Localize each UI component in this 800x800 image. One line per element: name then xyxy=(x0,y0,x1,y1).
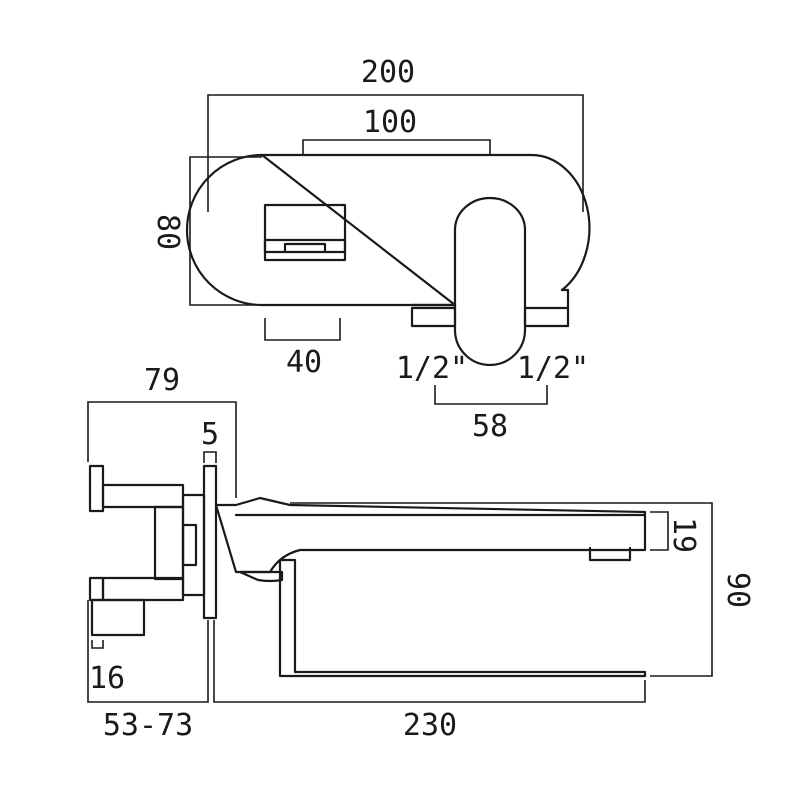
dim-line-80 xyxy=(189,156,262,306)
dim-top-plate-height: 80 xyxy=(150,214,185,250)
dim-top-inlet-left: 1/2" xyxy=(396,351,468,386)
inlet-left xyxy=(410,306,457,328)
dim-side-total-height: 90 xyxy=(720,572,755,608)
inlet-right-body xyxy=(560,288,570,310)
dim-line-230 xyxy=(213,620,646,703)
dim-line-90 xyxy=(290,502,713,677)
valve-flange-upper xyxy=(88,464,105,513)
wall-plate xyxy=(202,464,218,620)
dim-line-58 xyxy=(434,385,548,405)
dim-top-inlet-right: 1/2" xyxy=(517,351,589,386)
valve-body-upper xyxy=(101,483,185,509)
dim-top-inlet-spacing: 58 xyxy=(472,409,508,444)
dim-line-40 xyxy=(264,318,341,341)
dim-side-spout-height: 19 xyxy=(666,517,701,553)
top-view: 200 100 80 40 1/2" 1/2" 58 xyxy=(150,55,591,444)
dim-line-53-73 xyxy=(87,600,209,703)
dim-side-plate-thickness: 5 xyxy=(201,417,219,452)
dim-side-wall-depth-range: 53-73 xyxy=(103,708,193,743)
dim-top-plate-inner-width: 100 xyxy=(363,105,417,140)
dim-line-100 xyxy=(302,139,491,155)
lever-handle xyxy=(278,558,647,678)
valve-body-lower xyxy=(101,576,185,602)
back-plate-outline xyxy=(185,153,591,307)
spout-handle xyxy=(453,196,527,367)
dim-line-16 xyxy=(91,640,104,649)
inlet-fitting xyxy=(90,598,146,637)
lever-box xyxy=(263,203,347,262)
dim-line-79 xyxy=(87,401,237,498)
dim-top-overall-width: 200 xyxy=(361,55,415,90)
valve-collar xyxy=(181,493,206,597)
lever-arm xyxy=(238,570,284,583)
lever-box-inner xyxy=(263,238,347,254)
spout-aerator xyxy=(588,546,632,562)
inlet-right xyxy=(523,306,570,328)
valve-stem xyxy=(181,523,198,567)
dim-side-inlet-offset: 16 xyxy=(89,661,125,696)
lever-box-slot xyxy=(283,242,327,254)
dim-line-200 xyxy=(207,94,584,212)
side-view: 79 5 19 90 16 53-73 230 xyxy=(87,363,755,743)
dim-side-spout-projection: 230 xyxy=(403,708,457,743)
dim-top-lever-box-width: 40 xyxy=(286,345,322,380)
dim-line-5 xyxy=(203,451,217,463)
valve-flange-lower xyxy=(88,576,105,602)
valve-body-core xyxy=(153,505,185,581)
dim-line-19 xyxy=(650,511,669,551)
dim-side-body-depth: 79 xyxy=(144,363,180,398)
